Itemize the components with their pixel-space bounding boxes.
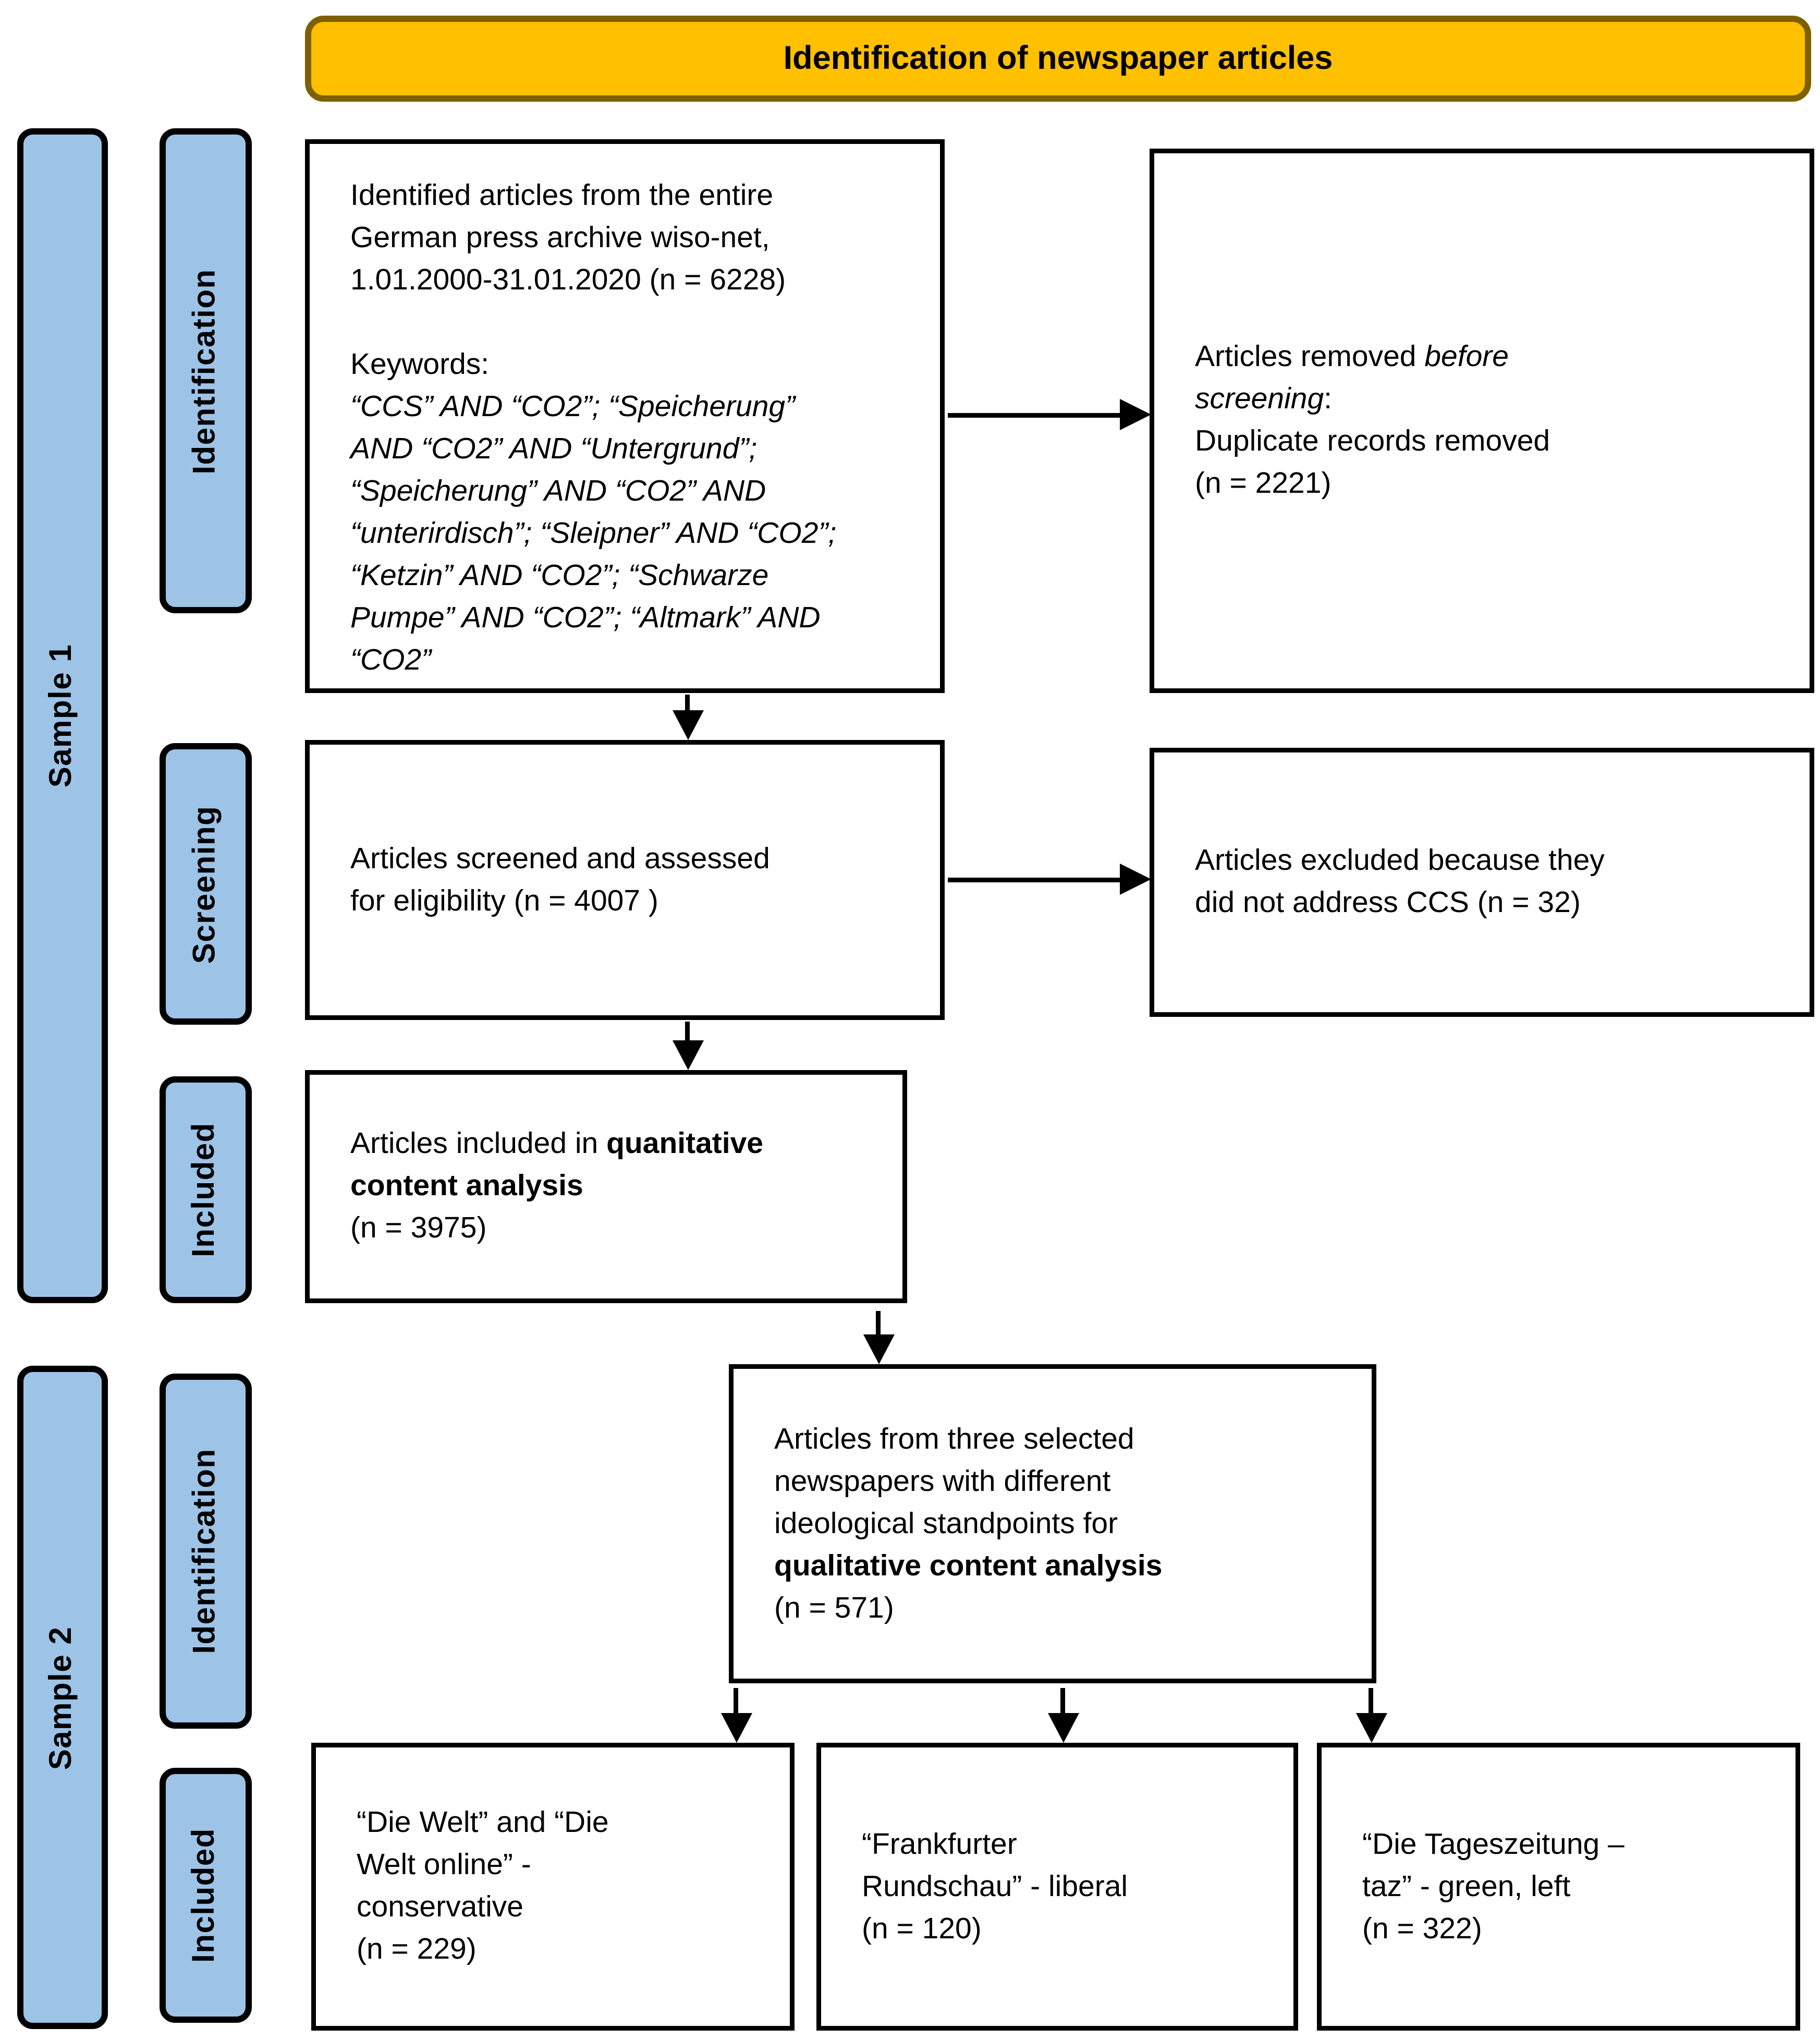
keyword-line: “CO2” (350, 645, 432, 677)
removed-line-4: (n = 2221) (1195, 468, 1332, 501)
arrow-down-selected-to-taz (1369, 1688, 1373, 1716)
stage-screening-label: Screening (188, 805, 223, 963)
selected-line-1: Articles from three selected (774, 1423, 1134, 1456)
box-removed-before-screening: Articles removed before screening: Dupli… (1150, 149, 1814, 693)
arrow-down-included-to-selected (876, 1311, 881, 1338)
removed-text: : (1324, 383, 1333, 416)
taz-line-3: (n = 322) (1362, 1912, 1482, 1946)
included-quant-text: Articles included in (350, 1128, 607, 1161)
removed-line-1: Articles removed before (1195, 336, 1769, 379)
arrow-right-screened-to-excluded (948, 878, 1123, 882)
stage-identification-2-label: Identification (188, 1448, 223, 1654)
welt-line-3: conservative (357, 1891, 524, 1924)
stage-identification-1-label: Identification (188, 268, 223, 474)
stage-included-1: Included (160, 1076, 252, 1303)
diagram-title-banner: Identification of newspaper articles (305, 16, 1811, 102)
stage-included-2-label: Included (188, 1828, 223, 1963)
selected-line-2: newspapers with different (774, 1465, 1111, 1498)
removed-line-2: screening: (1195, 379, 1769, 421)
arrow-down-head-icon (673, 710, 704, 740)
removed-italic: before (1424, 341, 1509, 374)
box-die-welt: “Die Welt” and “Die Welt online” - conse… (311, 1743, 795, 2031)
arrow-down-selected-to-frankfurter (1060, 1688, 1065, 1716)
excluded-line-2: did not address CCS (n = 32) (1195, 887, 1581, 920)
box-included-quantitative: Articles included in quanitative content… (305, 1070, 907, 1303)
sample1-label: Sample 1 (44, 643, 79, 788)
arrow-right-head-icon (1120, 399, 1151, 430)
arrow-down-screened-to-included (685, 1022, 690, 1042)
arrow-right-head-icon (1120, 864, 1151, 895)
stage-included-2: Included (160, 1768, 252, 2023)
sample2-bar: Sample 2 (17, 1366, 108, 2029)
arrow-down-head-icon (673, 1040, 704, 1070)
stage-screening: Screening (160, 743, 252, 1025)
arrow-down-head-icon (721, 1713, 752, 1743)
keyword-line: “CCS” AND “CO2”; “Speicherung” (350, 391, 796, 424)
keywords-label: Keywords: (350, 349, 490, 382)
excluded-line-1: Articles excluded because they (1195, 845, 1605, 878)
welt-line-4: (n = 229) (357, 1934, 477, 1966)
selected-line-4: qualitative content analysis (774, 1545, 1331, 1587)
keyword-line: “Ketzin” AND “CO2”; “Schwarze (350, 560, 769, 593)
arrow-down-head-icon (1356, 1713, 1387, 1743)
taz-line-1: “Die Tageszeitung – (1362, 1828, 1624, 1861)
keyword-line: “unterirdisch”; “Sleipner” AND “CO2”; (350, 518, 837, 551)
keyword-line: “Speicherung” AND “CO2” AND (350, 476, 766, 508)
arrow-down-head-icon (863, 1334, 895, 1364)
arrow-down-identified-to-screened (685, 695, 690, 713)
stage-identification-2: Identification (160, 1374, 252, 1729)
box-screened: Articles screened and assessed for eligi… (305, 740, 945, 1020)
removed-italic: screening (1195, 383, 1324, 416)
screened-line-2: for eligibility (n = 4007 ) (350, 884, 658, 918)
fr-line-3: (n = 120) (862, 1912, 982, 1946)
taz-line-2: taz” - green, left (1362, 1870, 1571, 1903)
keyword-line: AND “CO2” AND “Untergrund”; (350, 433, 758, 466)
selected-line-3: ideological standpoints for (774, 1507, 1118, 1540)
removed-text: Articles removed (1195, 341, 1425, 374)
box-excluded: Articles excluded because they did not a… (1150, 748, 1814, 1017)
included-quant-line-3: (n = 3975) (350, 1212, 487, 1245)
included-quant-bold: quanitative (606, 1128, 764, 1161)
included-quant-line-1: Articles included in quanitative (350, 1123, 862, 1165)
fr-line-1: “Frankfurter (862, 1828, 1017, 1861)
stage-identification-1: Identification (160, 128, 252, 613)
selected-line-5: (n = 571) (774, 1592, 894, 1625)
included-quant-bold: content analysis (350, 1170, 583, 1203)
identified-line: Identified articles from the entire (350, 180, 774, 213)
blank-line (350, 302, 899, 344)
arrow-down-selected-to-welt (734, 1688, 738, 1716)
fr-line-2: Rundschau” - liberal (862, 1870, 1128, 1903)
box-identified-articles: Identified articles from the entire Germ… (305, 139, 945, 693)
keyword-line: Pumpe” AND “CO2”; “Altmark” AND (350, 602, 821, 635)
identified-line: German press archive wiso-net, (350, 222, 770, 255)
included-quant-line-2: content analysis (350, 1165, 862, 1208)
welt-line-1: “Die Welt” and “Die (357, 1807, 609, 1840)
sample2-label: Sample 2 (44, 1625, 79, 1769)
arrow-right-identified-to-removed (948, 413, 1123, 418)
screened-line-1: Articles screened and assessed (350, 842, 770, 876)
selected-bold: qualitative content analysis (774, 1549, 1163, 1583)
box-frankfurter-rundschau: “Frankfurter Rundschau” - liberal (n = 1… (816, 1743, 1298, 2031)
box-selected-newspapers: Articles from three selected newspapers … (729, 1364, 1376, 1683)
sample1-bar: Sample 1 (17, 128, 108, 1303)
box-taz: “Die Tageszeitung – taz” - green, left (… (1317, 1743, 1800, 2031)
arrow-down-head-icon (1048, 1713, 1079, 1743)
diagram-title: Identification of newspaper articles (783, 40, 1333, 76)
identified-line: 1.01.2000-31.01.2020 (n = 6228) (350, 264, 786, 297)
removed-line-3: Duplicate records removed (1195, 426, 1550, 458)
welt-line-2: Welt online” - (357, 1849, 531, 1882)
stage-included-1-label: Included (188, 1122, 223, 1257)
